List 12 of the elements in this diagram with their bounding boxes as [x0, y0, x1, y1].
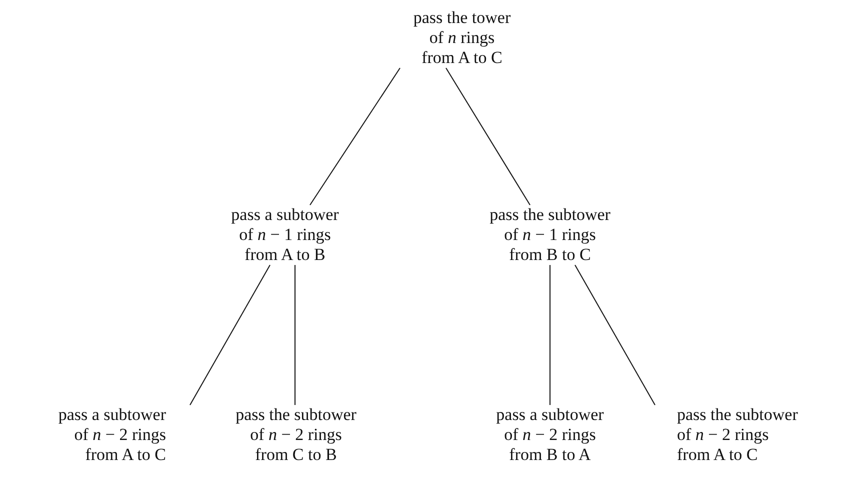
connector-line — [446, 68, 530, 206]
connector-line — [190, 264, 270, 406]
node-text: pass the tower of n rings from A to C — [412, 8, 512, 68]
node-text: pass a subtower of n − 2 rings from B to A — [495, 405, 605, 465]
connector-line — [574, 264, 656, 406]
node-text: pass a subtower of n − 2 rings from A to C — [57, 405, 166, 465]
node-text: pass the subtower of n − 1 rings from B to C — [488, 205, 612, 265]
connector-line — [310, 68, 400, 206]
node-text: pass the subtower of n − 2 rings from A to C — [677, 405, 799, 465]
node-text: pass the subtower of n − 2 rings from C to B — [234, 405, 358, 465]
connector-line — [294, 264, 296, 406]
node-text: pass a subtower of n − 1 rings from A to B — [230, 205, 340, 265]
